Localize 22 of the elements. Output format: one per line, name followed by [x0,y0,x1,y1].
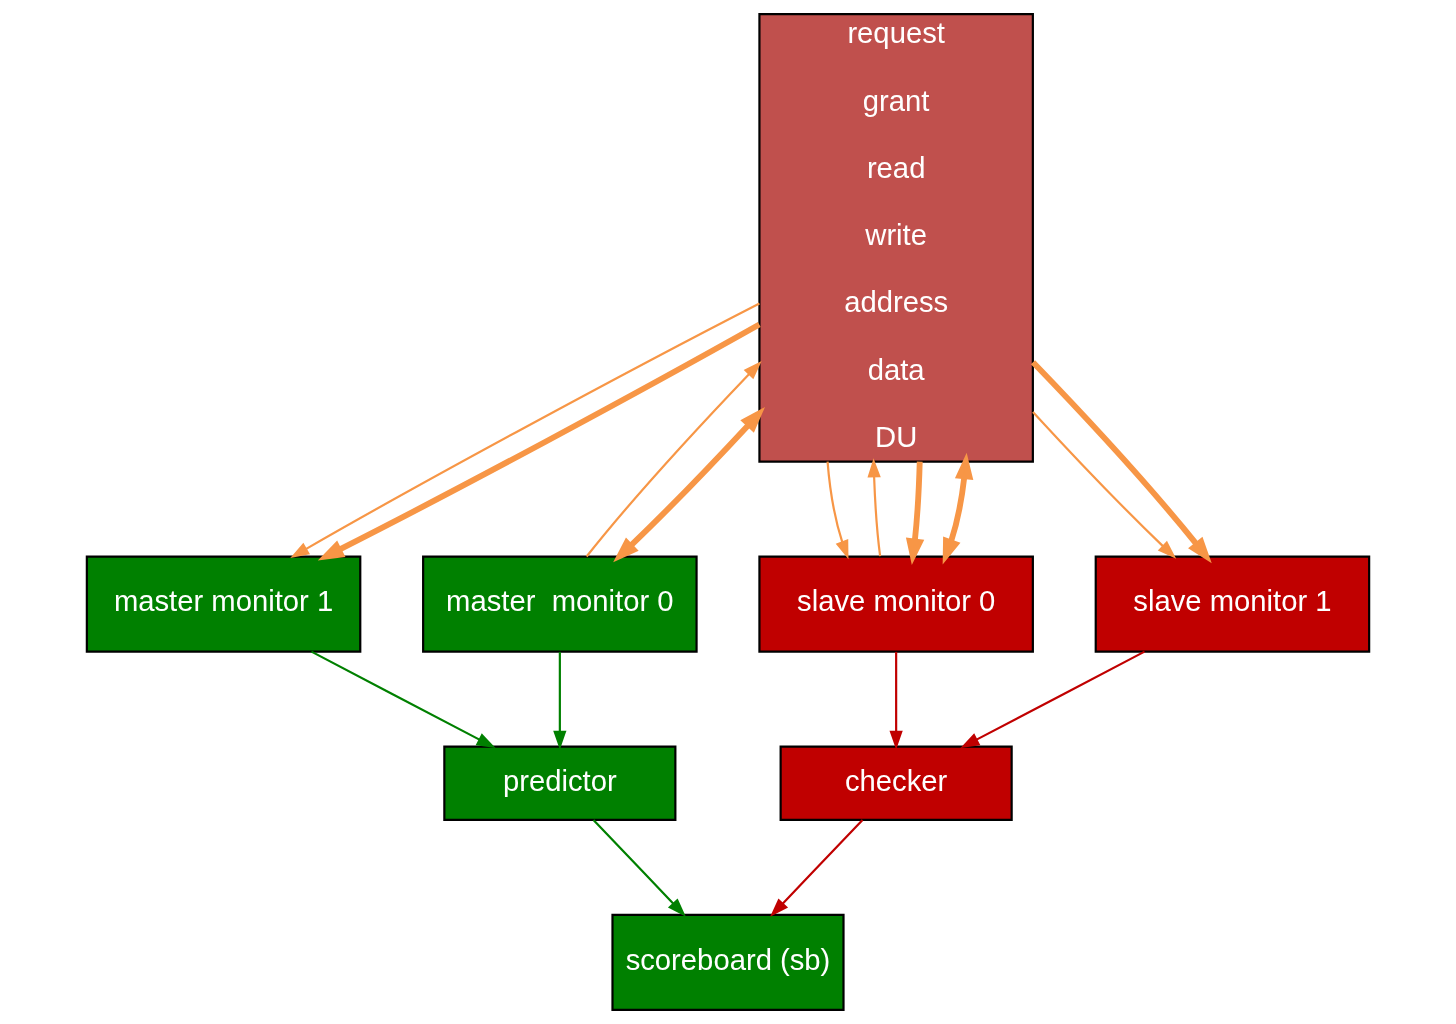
node-box: slave monitor 0 [758,555,1034,653]
node-box: master monitor 1 [85,555,362,653]
node-box: master monitor 0 [422,555,698,653]
arrow [826,461,849,560]
arrow [585,360,762,558]
arrow [1030,360,1212,564]
arrow [889,651,903,750]
arrow [553,651,567,750]
arrow [592,819,686,917]
arrow [310,650,496,749]
arrow [770,819,864,917]
arrow [960,650,1146,749]
arrow [1032,411,1177,559]
node-box: request grant read write address data DU [758,13,1034,463]
node-box: slave monitor 1 [1094,555,1371,653]
node-box: predictor [443,745,677,821]
node-box: checker [779,745,1013,821]
arrow [867,458,882,557]
arrow [905,461,925,565]
arrow [613,407,765,563]
arrow [942,452,974,565]
node-box: scoreboard (sb) [611,913,845,1011]
